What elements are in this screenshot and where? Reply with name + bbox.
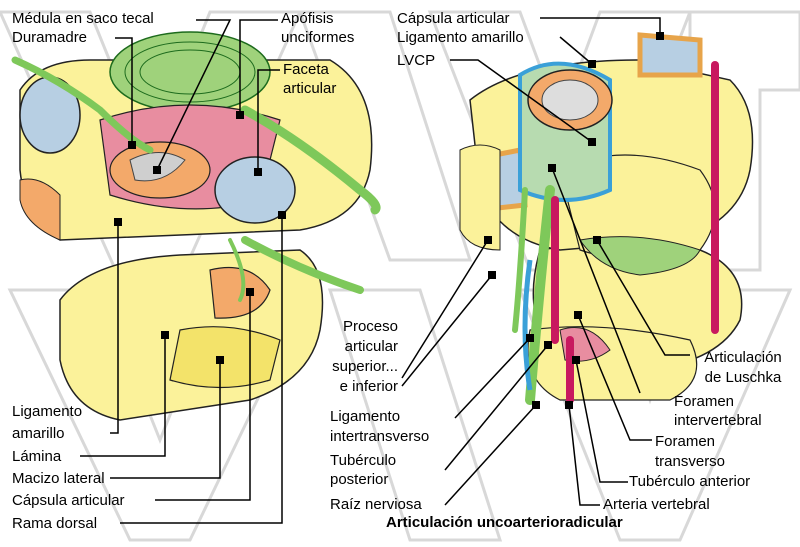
label-capsula-articular-right: Cápsula articular <box>397 10 510 27</box>
label-intertransverso-line1: Ligamento <box>330 408 401 425</box>
leader-proceso-b <box>401 274 493 387</box>
figure-caption: Articulación uncoarterioradicular <box>386 514 623 531</box>
leader-macizo <box>110 360 221 479</box>
label-apofisis-line1: Apófisis <box>281 10 334 27</box>
label-faceta-line1: Faceta <box>283 61 329 78</box>
label-apofisis-line2: unciformes <box>281 29 355 46</box>
label-proceso-line4: e inferior <box>339 378 398 395</box>
leader-intertrans <box>454 337 531 419</box>
left-vertebra-illustration <box>11 31 381 421</box>
label-foramen-transverso-line1: Foramen <box>655 433 716 450</box>
label-tuberculo-posterior-line1: Tubérculo <box>330 452 397 469</box>
leader-foramen-t <box>577 314 652 441</box>
label-ligamento-amarillo-right: Ligamento amarillo <box>397 29 524 46</box>
label-ligamento-amarillo-line1: Ligamento <box>12 403 83 420</box>
leader-ligamento-der <box>559 36 593 65</box>
leader-lines <box>80 17 690 524</box>
label-ligamento-amarillo-line2: amarillo <box>12 425 65 442</box>
leader-proceso <box>401 239 489 379</box>
label-proceso-line3: superior... <box>332 358 398 375</box>
label-foramen-transverso-line2: transverso <box>655 453 726 470</box>
right-vertebra-illustration <box>459 32 754 405</box>
leader-apofisis <box>239 19 278 115</box>
label-tuberculo-anterior: Tubérculo anterior <box>629 473 751 490</box>
leader-arteria <box>568 404 600 506</box>
leader-capsula-der <box>540 17 661 36</box>
label-raiz-nerviosa: Raíz nerviosa <box>330 496 422 513</box>
label-faceta-line2: articular <box>283 80 337 97</box>
label-macizo-lateral: Macizo lateral <box>12 470 105 487</box>
label-proceso-line2: articular <box>344 338 398 355</box>
leader-faceta <box>257 69 280 172</box>
leader-duramadre <box>115 37 133 145</box>
label-rama-dorsal: Rama dorsal <box>12 515 98 532</box>
leader-medula <box>156 19 232 171</box>
leader-raiz <box>444 404 537 506</box>
leader-lvcp <box>450 59 593 143</box>
label-proceso-line1: Proceso <box>342 318 398 335</box>
label-luschka-line1: Articulación <box>704 349 782 366</box>
label-intertransverso-line2: intertransverso <box>330 428 430 445</box>
label-luschka-line2: de Luschka <box>704 369 782 386</box>
label-duramadre: Duramadre <box>12 29 88 46</box>
leader-markers <box>114 32 664 409</box>
leader-lamina <box>80 335 166 457</box>
label-capsula-articular-left: Cápsula articular <box>12 492 125 509</box>
leader-luschka <box>596 239 690 356</box>
leader-foramen-iv <box>551 167 641 394</box>
label-lvcp: LVCP <box>397 52 436 69</box>
label-medula-en-saco-tecal: Médula en saco tecal <box>12 10 154 27</box>
label-foramen-intervertebral-line2: intervertebral <box>674 412 762 429</box>
label-arteria-vertebral: Arteria vertebral <box>603 496 710 513</box>
label-foramen-intervertebral-line1: Foramen <box>674 393 735 410</box>
leader-tuberculo-post <box>444 344 549 471</box>
leader-tuberculo-ant <box>575 359 628 483</box>
label-tuberculo-posterior-line2: posterior <box>330 471 389 488</box>
leader-capsula-izq <box>155 292 251 501</box>
leader-ligamento-amarillo <box>110 222 119 434</box>
leader-rama <box>120 215 283 524</box>
label-lamina: Lámina <box>12 448 62 465</box>
